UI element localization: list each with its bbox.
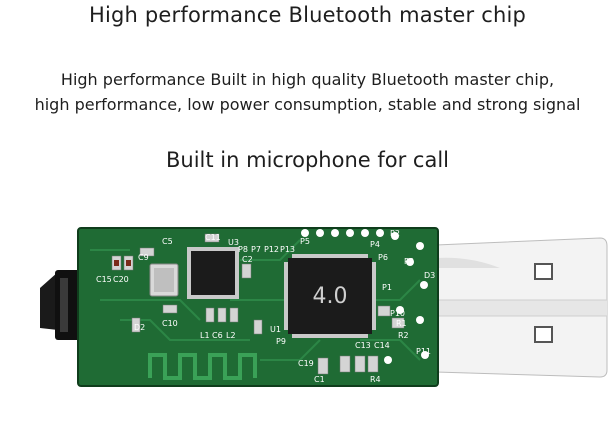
svg-text:C14: C14 [374, 341, 390, 350]
audio-jack [40, 270, 81, 340]
svg-text:P5: P5 [300, 237, 310, 246]
svg-text:P7: P7 [251, 245, 261, 254]
svg-text:C6: C6 [212, 331, 223, 340]
svg-text:D3: D3 [424, 271, 435, 280]
svg-text:C1: C1 [314, 375, 325, 384]
svg-text:U1: U1 [270, 325, 281, 334]
svg-text:C13: C13 [355, 341, 371, 350]
svg-text:P6: P6 [378, 253, 388, 262]
pcb-board: 4.0 C5 C11 U3 C9 P8 P7 [77, 227, 439, 387]
svg-text:C15: C15 [96, 275, 112, 284]
page-title: High performance Bluetooth master chip [88, 3, 527, 27]
svg-text:P8: P8 [238, 245, 248, 254]
svg-text:P10: P10 [390, 309, 405, 318]
usb-plug [435, 237, 608, 378]
svg-text:P4: P4 [370, 240, 380, 249]
svg-text:D2: D2 [134, 323, 145, 332]
svg-text:L1: L1 [200, 331, 210, 340]
svg-text:P3: P3 [404, 257, 414, 266]
svg-text:R1: R1 [396, 319, 407, 328]
description-line-1: High performance Built in high quality B… [60, 70, 555, 89]
audio-chip [187, 247, 239, 299]
svg-text:P11: P11 [416, 347, 431, 356]
svg-text:C9: C9 [138, 253, 149, 262]
svg-text:4.0: 4.0 [313, 284, 348, 309]
svg-text:P9: P9 [276, 337, 286, 346]
svg-text:P13: P13 [280, 245, 295, 254]
svg-text:R4: R4 [370, 375, 381, 384]
svg-text:C11: C11 [205, 233, 221, 242]
svg-text:C19: C19 [298, 359, 314, 368]
description-line-2: high performance, low power consumption,… [34, 95, 581, 114]
svg-text:C20: C20 [113, 275, 129, 284]
svg-text:C10: C10 [162, 319, 178, 328]
subheading: Built in microphone for call [166, 148, 449, 172]
svg-text:C2: C2 [242, 255, 253, 264]
svg-text:P12: P12 [264, 245, 279, 254]
bluetooth-chip: 4.0 [284, 254, 376, 338]
svg-text:U3: U3 [228, 238, 239, 247]
svg-text:L2: L2 [226, 331, 236, 340]
svg-text:P1: P1 [382, 283, 392, 292]
svg-text:R2: R2 [398, 331, 409, 340]
svg-text:P2: P2 [390, 229, 400, 238]
svg-text:C5: C5 [162, 237, 173, 246]
